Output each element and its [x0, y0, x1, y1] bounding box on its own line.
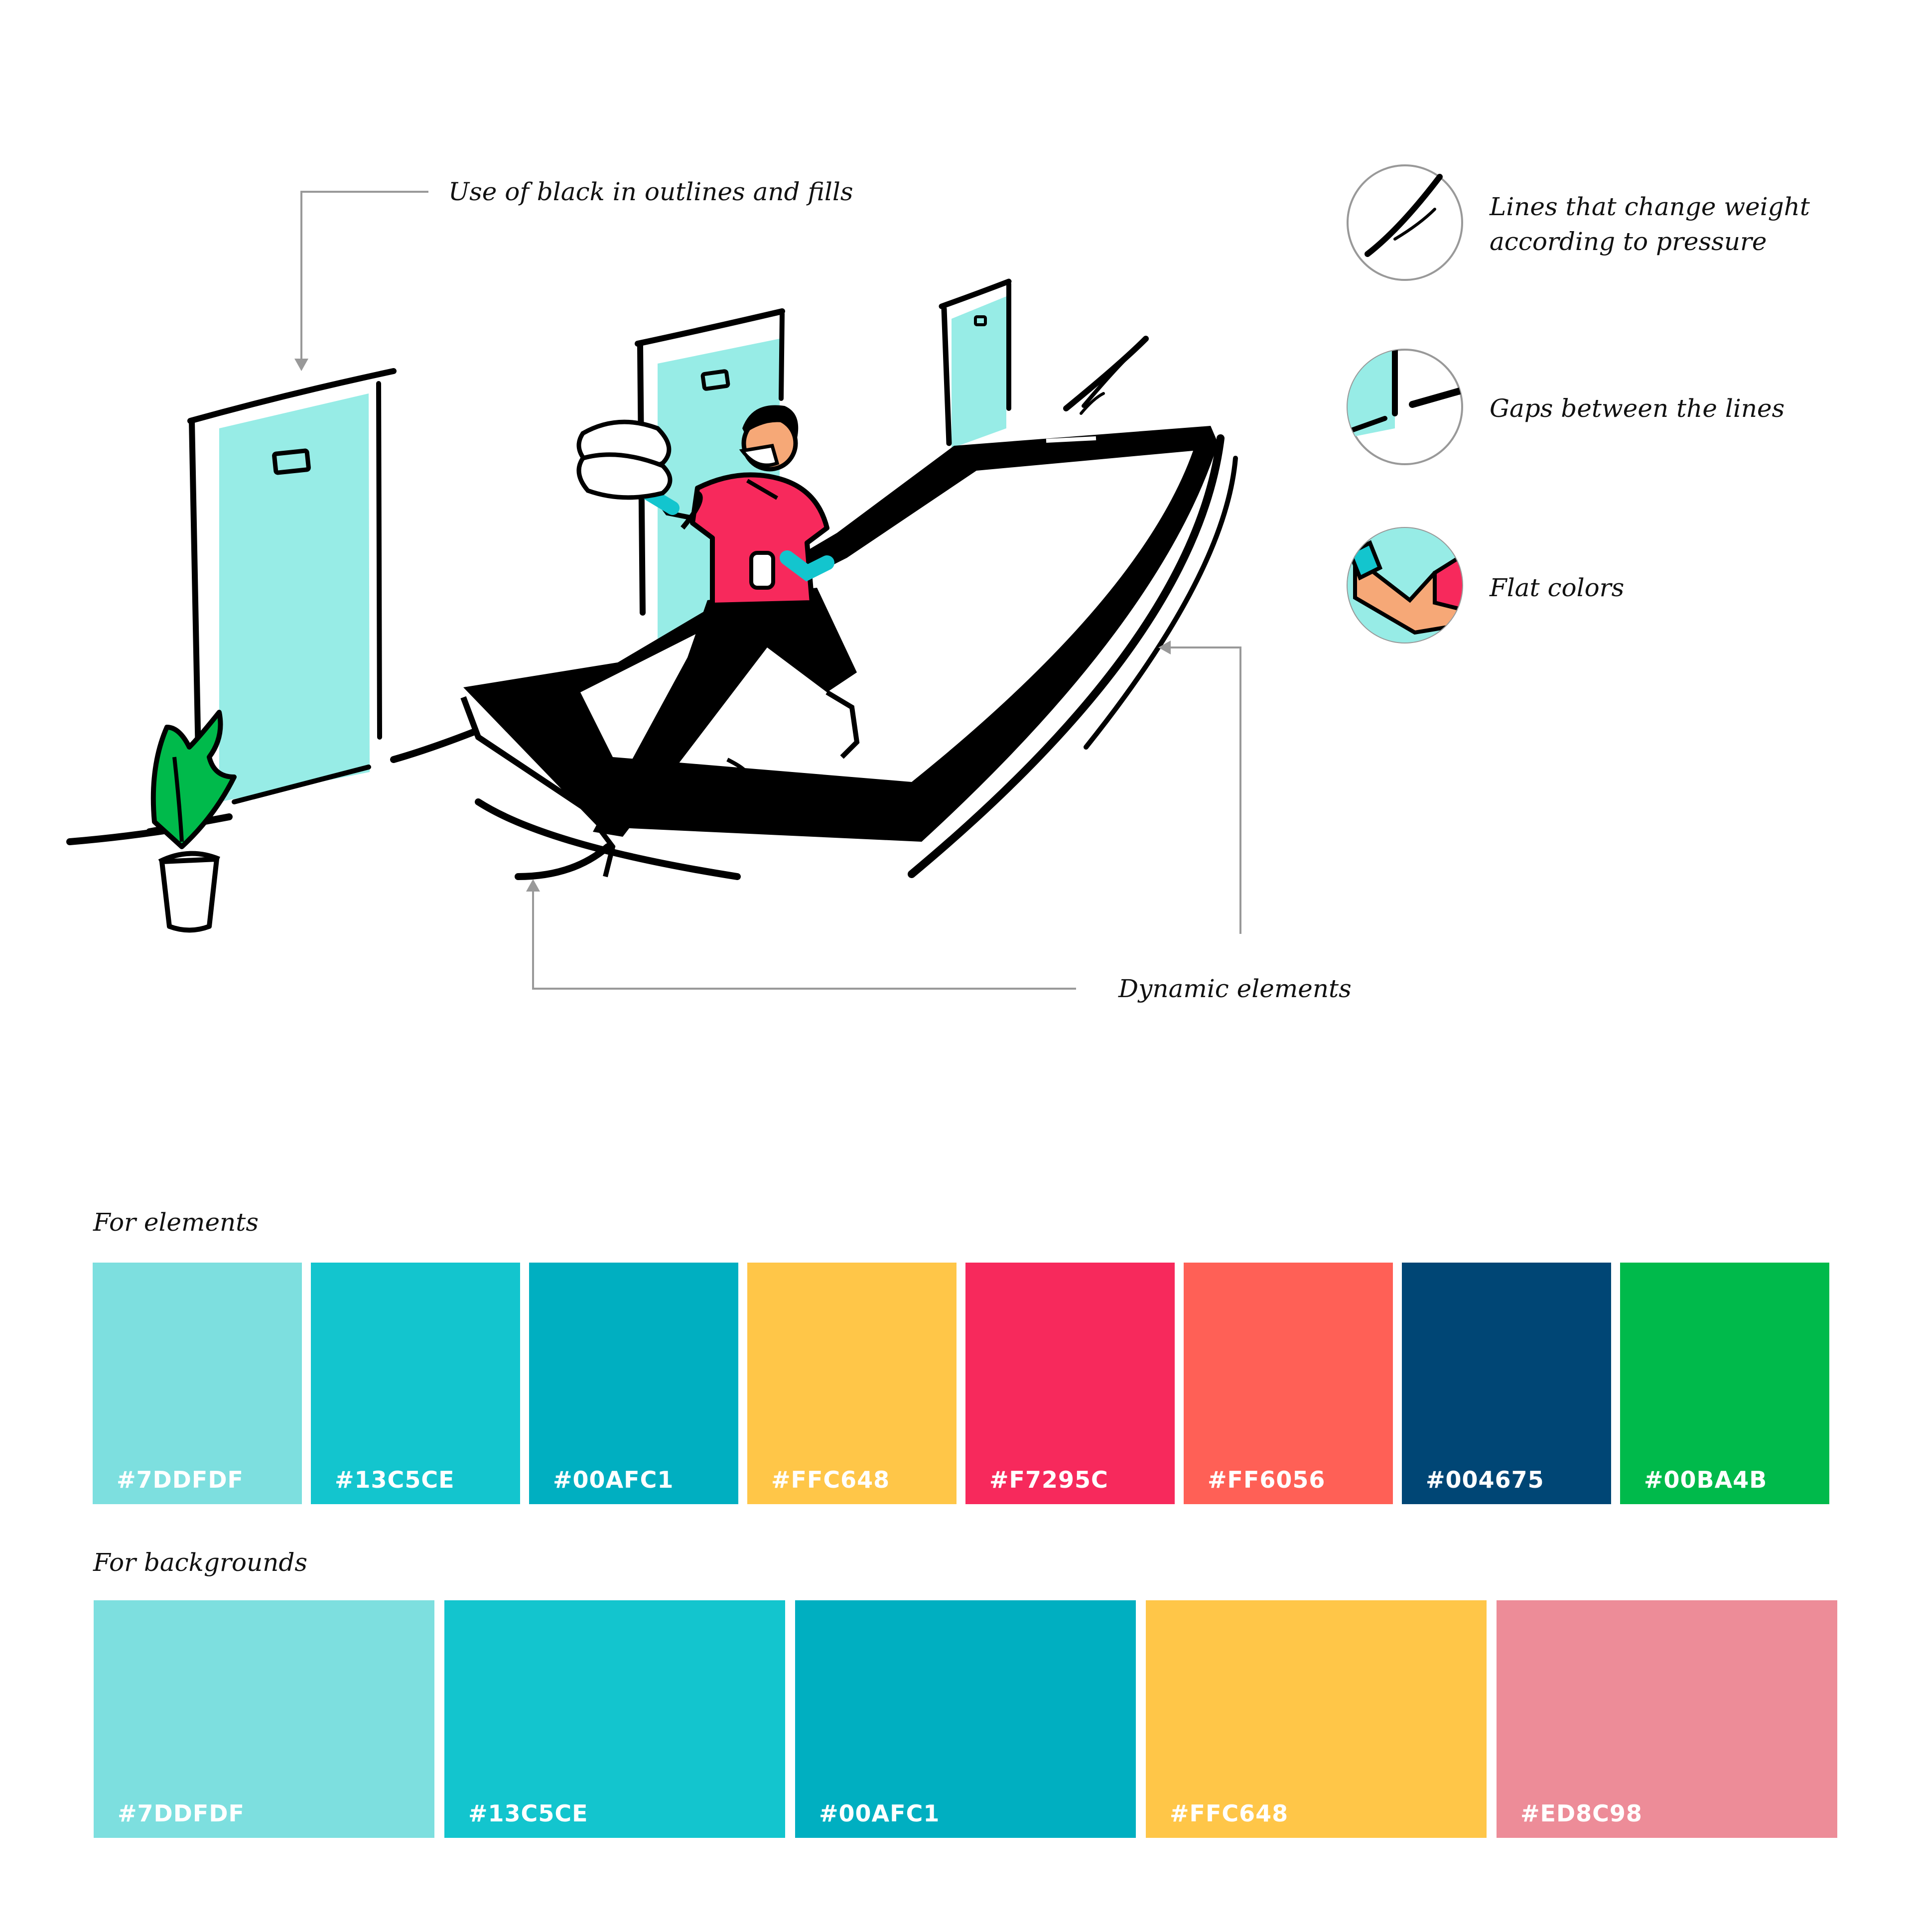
callout-gaps	[1347, 349, 1463, 465]
swatch-background: #13C5CE	[444, 1600, 785, 1838]
door-right	[939, 278, 1012, 448]
swatch-hex-label: #F7295C	[989, 1466, 1108, 1493]
annotation-black-outlines: Use of black in outlines and fills	[448, 177, 853, 206]
towels	[576, 419, 673, 500]
phone	[460, 336, 1238, 880]
swatch-background: #FFC648	[1146, 1600, 1487, 1838]
swatch-hex-label: #00AFC1	[819, 1800, 940, 1827]
swatch-background: #00AFC1	[795, 1600, 1136, 1838]
swatch-element: #7DDFDF	[93, 1263, 302, 1504]
swatch-hex-label: #004675	[1426, 1466, 1544, 1493]
swatch-element: #FFC648	[747, 1263, 956, 1504]
swatch-hex-label: #FFC648	[771, 1466, 890, 1493]
swatch-background: #7DDFDF	[94, 1600, 434, 1838]
swatch-element: #F7295C	[965, 1263, 1175, 1504]
swatch-hex-label: #13C5CE	[335, 1466, 455, 1493]
swatch-hex-label: #00BA4B	[1644, 1466, 1768, 1493]
palette-elements-title: For elements	[93, 1208, 259, 1237]
swatch-element: #004675	[1402, 1263, 1611, 1504]
swatch-hex-label: #7DDFDF	[118, 1800, 245, 1827]
callout-flat-colors	[1347, 527, 1463, 644]
annotation-lines	[300, 191, 1241, 990]
swatch-hex-label: #7DDFDF	[117, 1466, 244, 1493]
swatch-element: #13C5CE	[311, 1263, 520, 1504]
annotation-pressure-lines: Lines that change weight according to pr…	[1490, 192, 1810, 256]
illustration	[66, 164, 1463, 990]
swatch-element: #00AFC1	[529, 1263, 738, 1504]
swatch-hex-label: #FFC648	[1170, 1800, 1289, 1827]
plant	[150, 710, 237, 933]
swatch-hex-label: #ED8C98	[1520, 1800, 1642, 1827]
annotation-flat-colors: Flat colors	[1490, 573, 1625, 602]
swatch-background: #ED8C98	[1497, 1600, 1837, 1838]
swatch-element: #FF6056	[1184, 1263, 1393, 1504]
person	[576, 405, 860, 878]
door-left	[187, 368, 397, 810]
swatch-element: #00BA4B	[1620, 1263, 1829, 1504]
swatch-hex-label: #FF6056	[1208, 1466, 1326, 1493]
swatch-hex-label: #13C5CE	[468, 1800, 588, 1827]
swatch-hex-label: #00AFC1	[553, 1466, 674, 1493]
palette-backgrounds-title: For backgrounds	[93, 1548, 308, 1577]
annotation-dynamic: Dynamic elements	[1118, 974, 1352, 1003]
callout-pressure-lines	[1347, 164, 1463, 281]
annotation-gaps: Gaps between the lines	[1490, 394, 1785, 423]
